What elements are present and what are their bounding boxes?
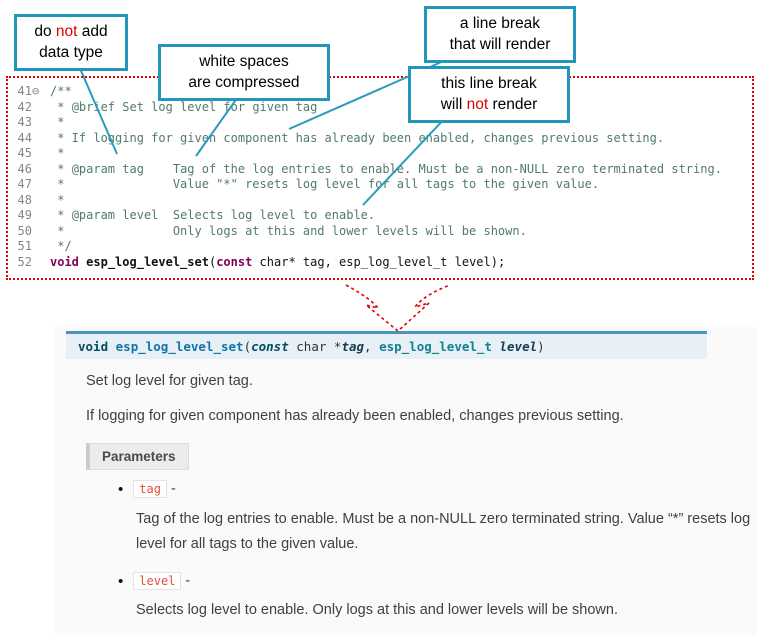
code-line: 52 void esp_log_level_set(const char* tag… bbox=[8, 255, 752, 271]
line-number: 41 bbox=[17, 84, 32, 98]
code-text: */ bbox=[50, 239, 72, 253]
signature-arg: level bbox=[499, 339, 538, 354]
fold-marker-icon bbox=[32, 162, 45, 178]
signature-type: esp_log_level_t bbox=[379, 339, 492, 354]
callout-text: white spaces bbox=[199, 53, 289, 70]
fold-marker-icon bbox=[32, 177, 45, 193]
body-text: If logging for given component has alrea… bbox=[86, 408, 624, 424]
callout-text: a line break bbox=[459, 15, 541, 32]
bullet-icon: • bbox=[118, 572, 124, 590]
signature-punct: ) bbox=[537, 339, 545, 354]
signature-punct bbox=[492, 339, 500, 354]
line-number: 44 bbox=[17, 130, 32, 145]
function-signature: void esp_log_level_set(const char *tag, … bbox=[66, 331, 707, 359]
code-line: 49 * @param level Selects log level to e… bbox=[8, 208, 752, 224]
line-number: 50 bbox=[17, 223, 32, 238]
fold-marker-icon: ⊖ bbox=[32, 84, 40, 98]
fold-marker-icon bbox=[32, 255, 45, 271]
callout-whitespace: white spaces are compressed bbox=[158, 44, 330, 101]
code-editor-snippet: 41⊖ /** 42 * @brief Set log level for give… bbox=[6, 76, 754, 280]
fold-marker-icon bbox=[32, 146, 45, 162]
callout-text: that will render bbox=[449, 36, 551, 54]
code-text: * bbox=[50, 115, 65, 129]
parameter-item: • tag - bbox=[118, 480, 176, 498]
callout-text: this line break bbox=[441, 75, 537, 92]
fold-marker-icon bbox=[32, 115, 45, 131]
callout-no-datatype: do not add data type bbox=[14, 14, 128, 71]
brief-text: Set log level for given tag. bbox=[86, 373, 253, 389]
parameter-item: • level - bbox=[118, 572, 190, 590]
line-number: 51 bbox=[17, 239, 32, 253]
code-line: 51 */ bbox=[8, 239, 752, 255]
callout-text: data type bbox=[39, 44, 103, 62]
fold-marker-icon bbox=[32, 208, 45, 224]
fold-marker-icon bbox=[32, 100, 45, 116]
code-text: * Value "*" resets log level for all tag… bbox=[50, 177, 600, 191]
fold-marker-icon bbox=[32, 193, 45, 209]
fold-marker-icon bbox=[32, 131, 45, 147]
line-number: 52 bbox=[17, 254, 32, 269]
code-text: * If logging for given component has alr… bbox=[50, 130, 665, 145]
param-separator: - bbox=[181, 573, 191, 589]
fold-marker-icon bbox=[32, 239, 45, 255]
line-number: 45 bbox=[17, 146, 32, 160]
code-line: 42 * @brief Set log level for given tag bbox=[8, 100, 752, 116]
line-number: 42 bbox=[17, 99, 32, 114]
code-line: 50 * Only logs at this and lower levels … bbox=[8, 224, 752, 240]
callout-linebreak-norender: this line break will not render bbox=[408, 66, 570, 123]
rendered-docs-panel: void esp_log_level_set(const char *tag, … bbox=[54, 327, 757, 635]
code-lines: 41⊖ /** 42 * @brief Set log level for give… bbox=[8, 84, 752, 270]
code-line: 44 * If logging for given component has … bbox=[8, 131, 752, 147]
bullet-icon: • bbox=[118, 480, 124, 498]
code-line: 46 * @param tag Tag of the log entries t… bbox=[8, 162, 752, 178]
code-text: void esp_log_level_set(const char* tag, … bbox=[50, 254, 506, 269]
signature-arg: tag bbox=[341, 339, 365, 354]
code-line: 41⊖ /** bbox=[8, 84, 752, 100]
param-description: Tag of the log entries to enable. Must b… bbox=[136, 511, 751, 552]
code-line: 43 * bbox=[8, 115, 752, 131]
fold-marker-icon bbox=[32, 224, 45, 240]
code-text: /** bbox=[50, 84, 72, 98]
code-text: * bbox=[50, 192, 65, 207]
callout-text: do not add bbox=[34, 23, 108, 40]
code-text: * @brief Set log level for given tag bbox=[50, 99, 318, 114]
code-text: * Only logs at this and lower levels wil… bbox=[50, 223, 527, 238]
param-name-chip: level bbox=[133, 572, 182, 590]
code-line: 48 * bbox=[8, 193, 752, 209]
code-line: 45 * bbox=[8, 146, 752, 162]
code-text: * @param tag Tag of the log entries to e… bbox=[50, 161, 722, 176]
line-number: 48 bbox=[17, 192, 32, 207]
param-separator: - bbox=[166, 481, 176, 497]
param-description: Selects log level to enable. Only logs a… bbox=[136, 602, 618, 618]
callout-linebreak-render: a line break that will render bbox=[424, 6, 576, 63]
signature-type: char * bbox=[288, 339, 342, 354]
line-number: 46 bbox=[17, 161, 32, 176]
line-number: 47 bbox=[17, 177, 32, 191]
callout-text: are compressed bbox=[188, 74, 300, 92]
code-text: * bbox=[50, 146, 65, 160]
code-line: 47 * Value "*" resets log level for all … bbox=[8, 177, 752, 193]
signature-punct: ( bbox=[243, 339, 252, 354]
line-number: 43 bbox=[17, 115, 32, 129]
signature-punct: , bbox=[364, 339, 380, 354]
param-name-chip: tag bbox=[133, 480, 167, 498]
signature-function-name: esp_log_level_set bbox=[115, 339, 244, 354]
signature-keyword: const bbox=[251, 339, 289, 354]
parameters-label: Parameters bbox=[86, 443, 189, 470]
callout-text: will not render bbox=[440, 96, 538, 114]
dotted-down-arrow bbox=[345, 284, 451, 333]
code-text: * @param level Selects log level to enab… bbox=[50, 208, 376, 222]
signature-keyword: void bbox=[78, 339, 116, 354]
line-number: 49 bbox=[17, 208, 32, 222]
